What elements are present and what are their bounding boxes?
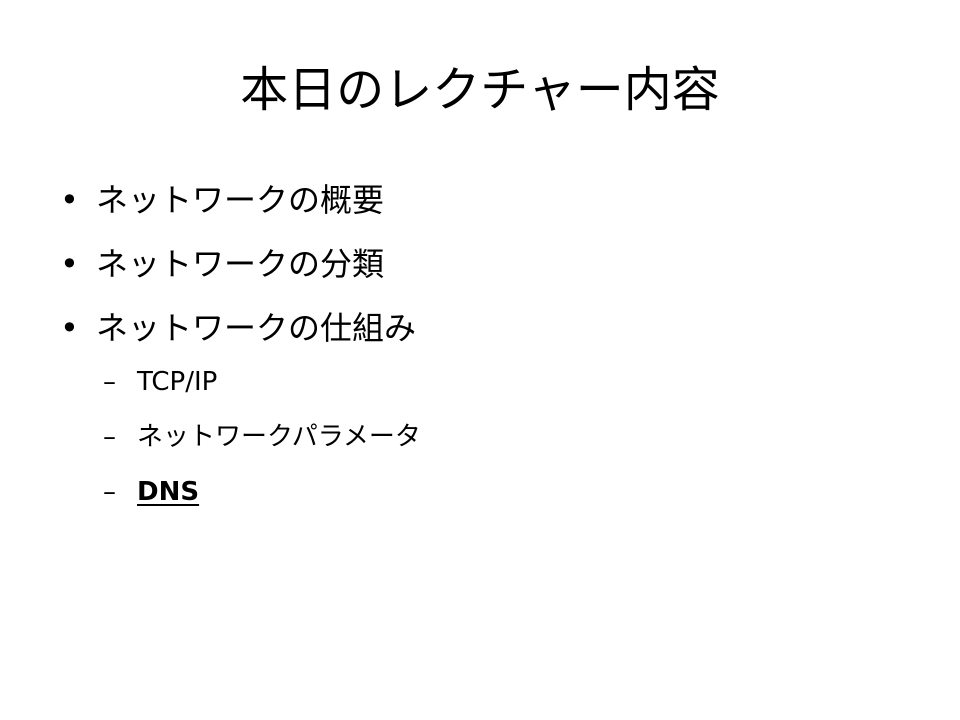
bullet-text: ネットワークの仕組み [96, 309, 417, 347]
sub-bullet-text: TCP/IP [137, 367, 218, 397]
bullet-marker: • [60, 181, 79, 219]
sub-bullet-list: – TCP/IP – ネットワークパラメータ – DNS [103, 358, 903, 523]
bullet-marker: • [60, 309, 79, 347]
sub-bullet-marker: – [103, 422, 116, 452]
bullet-text: ネットワークの概要 [96, 181, 385, 219]
sub-bullet-item-tcpip: – TCP/IP [103, 358, 903, 413]
sub-bullet-text: ネットワークパラメータ [137, 422, 421, 452]
sub-bullet-item-network-parameters: – ネットワークパラメータ [103, 413, 903, 468]
sub-bullet-marker: – [103, 367, 116, 397]
bullet-item-overview: • ネットワークの概要 [60, 172, 920, 236]
bullet-marker: • [60, 245, 79, 283]
bullet-item-mechanism: • ネットワークの仕組み [60, 300, 920, 364]
sub-bullet-text-current: DNS [137, 477, 200, 507]
bullet-item-classification: • ネットワークの分類 [60, 236, 920, 300]
sub-bullet-marker: – [103, 477, 116, 507]
sub-bullet-item-dns: – DNS [103, 468, 903, 523]
bullet-list: • ネットワークの概要 • ネットワークの分類 • ネットワークの仕組み [60, 172, 920, 364]
bullet-text: ネットワークの分類 [96, 245, 385, 283]
slide-title: 本日のレクチャー内容 [240, 62, 720, 118]
